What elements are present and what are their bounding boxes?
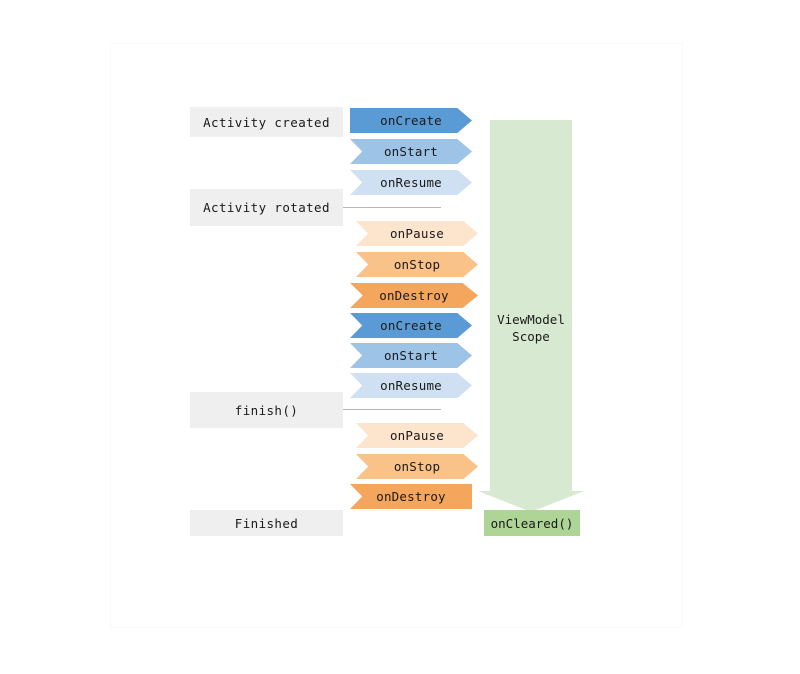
viewmodel-scope-arrow: [478, 120, 584, 512]
lifecycle-arrow-onstart-1: onStart: [350, 139, 472, 164]
lifecycle-arrow-ondestroy-1: onDestroy: [350, 283, 478, 308]
lifecycle-arrow-ondestroy-2: onDestroy: [350, 484, 472, 509]
connector-line-finish: [343, 409, 441, 410]
lifecycle-arrow-onresume-1: onResume: [350, 170, 472, 195]
state-label-finished: Finished: [190, 510, 343, 536]
state-label-activity-rotated: Activity rotated: [190, 189, 343, 226]
oncleared-box: onCleared(): [484, 510, 580, 536]
lifecycle-arrow-onstop-1: onStop: [356, 252, 478, 277]
lifecycle-arrow-onstop-2: onStop: [356, 454, 478, 479]
viewmodel-scope-label-line1: ViewModel: [497, 312, 565, 327]
lifecycle-arrow-oncreate-2: onCreate: [350, 313, 472, 338]
state-label-finish: finish(): [190, 392, 343, 428]
lifecycle-arrow-onpause-1: onPause: [356, 221, 478, 246]
viewmodel-scope-label-line2: Scope: [512, 329, 550, 344]
viewmodel-scope-label: ViewModel Scope: [490, 311, 572, 345]
lifecycle-arrow-onresume-2: onResume: [350, 373, 472, 398]
state-label-activity-created: Activity created: [190, 107, 343, 137]
lifecycle-arrow-onstart-2: onStart: [350, 343, 472, 368]
connector-line-activity-rotated: [343, 207, 441, 208]
lifecycle-arrow-oncreate-1: onCreate: [350, 108, 472, 133]
lifecycle-arrow-onpause-2: onPause: [356, 423, 478, 448]
